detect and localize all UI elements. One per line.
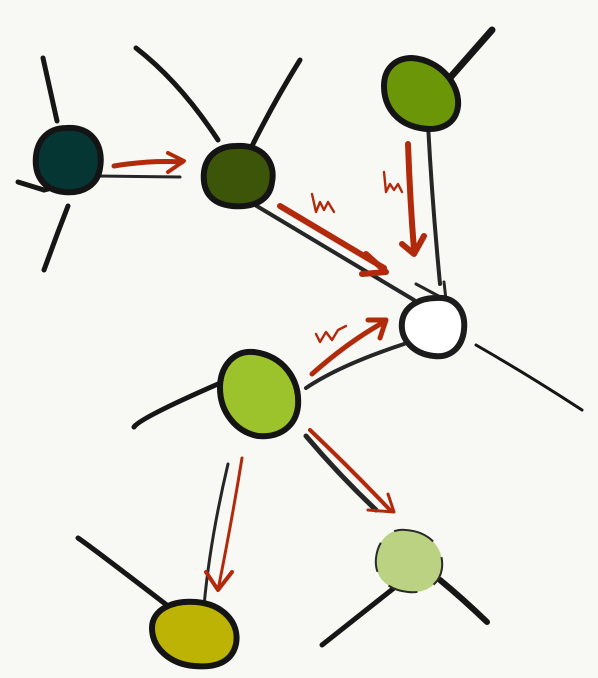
stem [319, 585, 397, 648]
stem [40, 55, 60, 124]
stems [15, 26, 584, 648]
edge-line [248, 200, 416, 302]
nodes [32, 54, 468, 670]
edge-arrow [308, 428, 392, 512]
node-dark-teal [32, 124, 104, 196]
edge-line [303, 433, 379, 513]
edge-arrow [309, 319, 387, 377]
arrows [111, 141, 427, 592]
arrowhead [365, 317, 389, 341]
node-mustard-yellow [148, 598, 240, 670]
stem [249, 57, 303, 149]
stem [131, 381, 221, 430]
stem [75, 535, 171, 609]
node-olive-green [380, 54, 462, 132]
squiggle-mark [382, 170, 404, 194]
edge-line [304, 342, 406, 390]
node-pale-green[interactable] [375, 529, 443, 593]
node-dark-olive [200, 142, 276, 210]
edge-arrow [405, 141, 417, 253]
node-hollow-hub [398, 294, 468, 360]
stem [444, 26, 496, 84]
node-pale-green-outline [374, 528, 444, 594]
links [96, 122, 448, 608]
squiggles [310, 170, 404, 344]
arrowhead [366, 492, 396, 514]
edge-arrow [216, 456, 244, 592]
edge-arrow [111, 159, 185, 169]
stem [437, 577, 490, 625]
arrowhead [399, 233, 427, 257]
arrowhead [204, 570, 234, 592]
edge-line [96, 174, 182, 179]
stem [41, 203, 71, 273]
stem [133, 45, 221, 143]
arrowhead [359, 251, 389, 277]
squiggle-mark [310, 192, 336, 214]
edge-line [426, 122, 442, 286]
edge-line [202, 462, 230, 608]
arrowhead [166, 151, 186, 174]
node-lime-green [216, 348, 302, 440]
squiggle-mark [314, 324, 348, 344]
stem [474, 343, 584, 412]
